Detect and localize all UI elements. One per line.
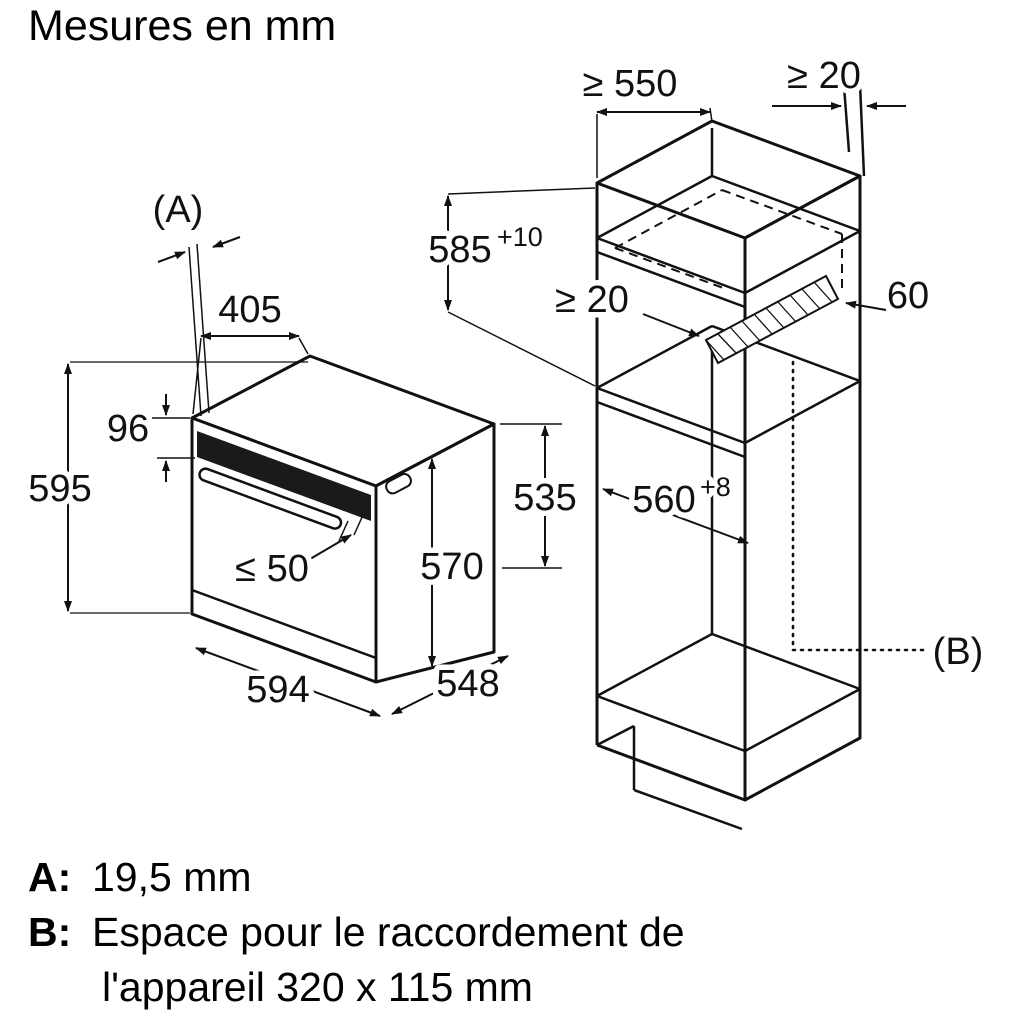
niche-top-shelf-left bbox=[596, 174, 713, 240]
dim-585-label: 585 bbox=[428, 229, 491, 271]
dim-550-ext-right bbox=[709, 107, 713, 123]
oven-handle bbox=[198, 467, 343, 530]
dim-535-label: 535 bbox=[513, 477, 576, 519]
oven-door-edge bbox=[191, 588, 377, 660]
dim-le50-tick-1 bbox=[338, 520, 349, 542]
niche-bottom-shelf-right bbox=[744, 379, 861, 445]
oven-side-cutout bbox=[385, 473, 412, 495]
dim-405-label: 405 bbox=[218, 289, 281, 331]
legend-row-b: B: Espace pour le raccordement de bbox=[28, 909, 685, 956]
a-arrow-left bbox=[157, 251, 186, 263]
niche-top-shelf-front-1 bbox=[596, 236, 746, 295]
cabinet-front-bottom-edge bbox=[596, 743, 746, 802]
vent-hatching bbox=[705, 281, 833, 361]
lower-floor-back bbox=[711, 632, 861, 691]
dim-le50-label: ≤ 50 bbox=[235, 548, 309, 590]
legend-value-a: 19,5 mm bbox=[92, 854, 252, 900]
dim-550-label: ≥ 550 bbox=[583, 63, 678, 105]
niche-top-shelf-front-2 bbox=[596, 250, 746, 309]
lower-floor-right bbox=[744, 687, 861, 753]
a-arrow-right bbox=[212, 236, 241, 248]
dim-570-label: 570 bbox=[420, 546, 483, 588]
dim-594-line bbox=[195, 647, 381, 717]
label-a: (A) bbox=[153, 189, 204, 231]
hidden-outline-back bbox=[721, 189, 843, 235]
label-b: (B) bbox=[933, 631, 984, 673]
dim-560-tolerance: +8 bbox=[700, 472, 731, 502]
wall-gap-line-1 bbox=[842, 85, 851, 153]
dim-405-ext-left bbox=[192, 337, 202, 415]
legend-row-a: A: 19,5 mm bbox=[28, 854, 685, 901]
legend-key-b: B: bbox=[28, 909, 72, 955]
dim-60-leader bbox=[845, 300, 887, 311]
dim-548-label: 548 bbox=[436, 663, 499, 705]
dim-60-label: 60 bbox=[887, 275, 929, 317]
oven-drawing: (A) 405 96 595 ≤ 50 570 bbox=[23, 184, 582, 717]
lower-floor-left bbox=[596, 632, 713, 698]
a-extension-line-2 bbox=[196, 243, 210, 414]
oven-handle-bar bbox=[198, 467, 343, 530]
dim-20rear-leader bbox=[642, 313, 700, 337]
dim-96-label: 96 bbox=[107, 408, 149, 450]
lower-floor-front bbox=[596, 694, 746, 753]
dim-20rear-label: ≥ 20 bbox=[555, 279, 629, 321]
a-extension-line-1 bbox=[188, 246, 202, 417]
vent-strip bbox=[704, 274, 840, 365]
oven-control-panel bbox=[197, 431, 371, 521]
dim-le50-tick-2 bbox=[353, 514, 364, 536]
dim-le50-leader bbox=[304, 534, 352, 563]
dim-560-line bbox=[602, 488, 749, 544]
cabinet-drawing: ≥ 550 ≥ 20 585 +10 ≥ 20 60 560 +8 bbox=[423, 50, 989, 831]
dim-585-tolerance: +10 bbox=[497, 222, 543, 252]
legend-value-b-line2: l'appareil 320 x 115 mm bbox=[102, 964, 533, 1010]
legend-value-b-line1: Espace pour le raccordement de bbox=[92, 909, 685, 955]
dim-405-ext-right bbox=[298, 337, 309, 355]
legend-row-b2: l'appareil 320 x 115 mm bbox=[28, 964, 685, 1011]
dim-548-line bbox=[391, 655, 509, 715]
hidden-outline-left bbox=[614, 189, 723, 249]
niche-bottom-shelf-front-1 bbox=[596, 386, 746, 445]
dim-585-ext-bottom bbox=[447, 311, 596, 387]
hidden-outline-front bbox=[614, 247, 727, 290]
legend-key-a: A: bbox=[28, 854, 72, 900]
plinth-recess bbox=[596, 724, 635, 747]
dim-594-label: 594 bbox=[246, 669, 309, 711]
dim-560-label: 560 bbox=[632, 479, 695, 521]
oven-side-cutout-hole bbox=[385, 473, 412, 495]
niche-top-shelf-right bbox=[744, 229, 861, 295]
niche-bottom-shelf-front-2 bbox=[596, 400, 746, 459]
legend: A: 19,5 mm B: Espace pour le raccordement … bbox=[28, 854, 685, 1016]
wall-gap-line-2 bbox=[858, 83, 866, 177]
dim-595-label: 595 bbox=[28, 468, 91, 510]
dim-20top-label: ≥ 20 bbox=[787, 55, 861, 97]
niche-top-shelf-back bbox=[711, 174, 861, 233]
page-title: Mesures en mm bbox=[28, 2, 337, 50]
plinth-bottom-edge bbox=[633, 788, 743, 831]
dim-585-ext-top bbox=[447, 187, 596, 195]
